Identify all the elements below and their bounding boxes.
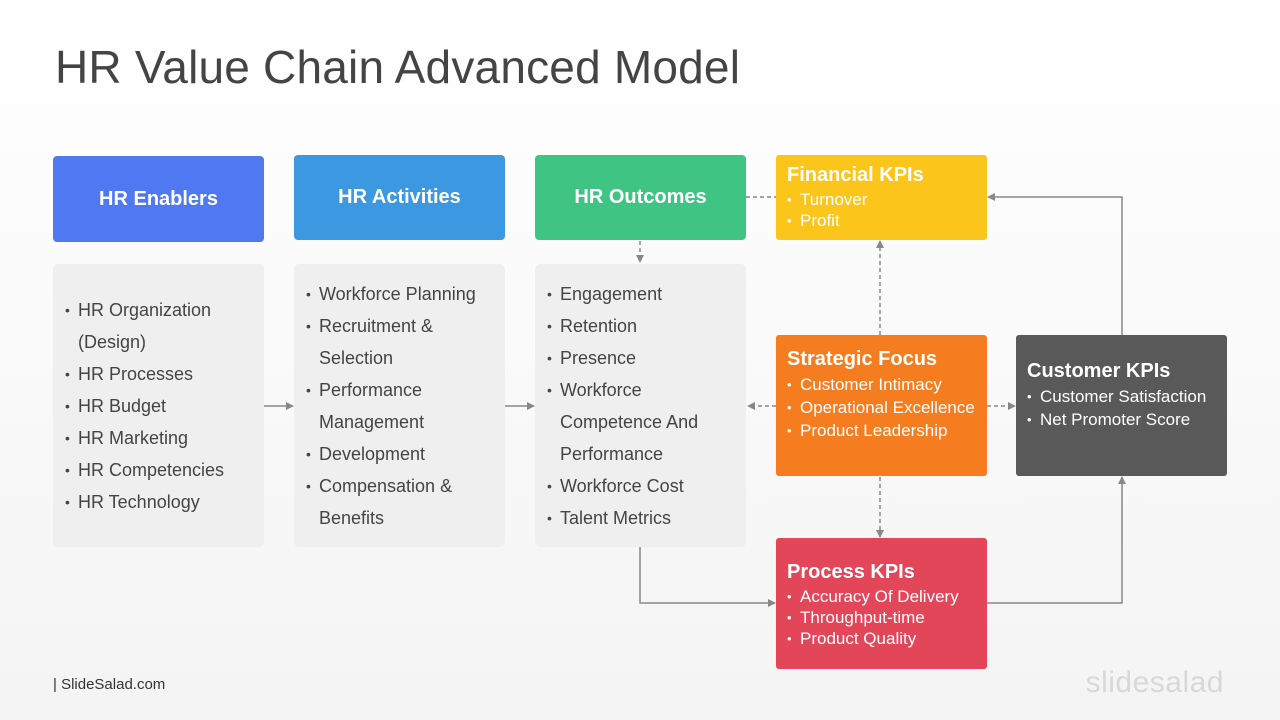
list-hr-outcomes: Engagement Retention Presence Workforce … xyxy=(547,278,746,534)
panel-hr-enablers: HR Organization (Design) HR Processes HR… xyxy=(53,264,264,547)
list-item: HR Processes xyxy=(65,358,264,390)
header-hr-outcomes-label: HR Outcomes xyxy=(574,186,707,208)
header-hr-activities: HR Activities xyxy=(294,155,505,240)
header-hr-activities-label: HR Activities xyxy=(338,186,461,208)
box-customer-kpis: Customer KPIs Customer Satisfaction Net … xyxy=(1016,335,1227,476)
financial-kpis-title: Financial KPIs xyxy=(787,164,924,186)
list-item: Workforce Planning xyxy=(306,278,505,310)
list-item: Customer Satisfaction xyxy=(1027,385,1216,408)
list-hr-activities: Workforce Planning Recruitment & Selecti… xyxy=(306,278,505,534)
list-item: Operational Excellence xyxy=(787,396,976,419)
list-item: Compensation & Benefits xyxy=(306,470,505,534)
list-item: Throughput-time xyxy=(787,607,976,628)
list-item: Net Promoter Score xyxy=(1027,408,1216,431)
customer-kpis-list: Customer Satisfaction Net Promoter Score xyxy=(1027,385,1216,431)
list-item: Retention xyxy=(547,310,746,342)
box-financial-kpis: Financial KPIs Turnover Profit xyxy=(776,155,987,240)
arrow-customer-financial xyxy=(987,193,1123,335)
box-strategic-focus: Strategic Focus Customer Intimacy Operat… xyxy=(776,335,987,476)
arrow-outcomes-process xyxy=(639,547,776,607)
box-process-kpis: Process KPIs Accuracy Of Delivery Throug… xyxy=(776,538,987,669)
list-item: Product Leadership xyxy=(787,419,976,442)
list-item: Workforce Cost xyxy=(547,470,746,502)
customer-kpis-title: Customer KPIs xyxy=(1027,360,1171,382)
header-hr-enablers-label: HR Enablers xyxy=(99,187,218,210)
list-item: Accuracy Of Delivery xyxy=(787,586,976,607)
page-title: HR Value Chain Advanced Model xyxy=(55,41,741,93)
financial-kpis-list: Turnover Profit xyxy=(787,189,976,231)
list-item: Talent Metrics xyxy=(547,502,746,534)
brand-logo: slidesalad xyxy=(1085,666,1224,699)
arrow-process-customer xyxy=(987,476,1126,604)
list-item: HR Budget xyxy=(65,390,264,422)
panel-hr-activities: Workforce Planning Recruitment & Selecti… xyxy=(294,264,505,547)
list-item: Turnover xyxy=(787,189,976,210)
list-hr-enablers: HR Organization (Design) HR Processes HR… xyxy=(65,294,264,518)
strategic-focus-list: Customer Intimacy Operational Excellence… xyxy=(787,373,976,442)
list-item: Recruitment & Selection xyxy=(306,310,505,374)
list-item: HR Competencies xyxy=(65,454,264,486)
header-hr-enablers: HR Enablers xyxy=(53,156,264,242)
list-item: Profit xyxy=(787,210,976,231)
process-kpis-list: Accuracy Of Delivery Throughput-time Pro… xyxy=(787,586,976,649)
list-item: HR Marketing xyxy=(65,422,264,454)
list-item: Engagement xyxy=(547,278,746,310)
list-item: HR Technology xyxy=(65,486,264,518)
list-item: Performance Management xyxy=(306,374,505,438)
panel-hr-outcomes: Engagement Retention Presence Workforce … xyxy=(535,264,746,547)
footer-source: | SlideSalad.com xyxy=(53,676,166,693)
list-item: HR Organization (Design) xyxy=(65,294,264,358)
list-item: Development xyxy=(306,438,505,470)
list-item: Workforce Competence And Performance xyxy=(547,374,746,470)
process-kpis-title: Process KPIs xyxy=(787,561,915,583)
strategic-focus-title: Strategic Focus xyxy=(787,348,938,370)
list-item: Customer Intimacy xyxy=(787,373,976,396)
list-item: Product Quality xyxy=(787,628,976,649)
header-hr-outcomes: HR Outcomes xyxy=(535,155,746,240)
list-item: Presence xyxy=(547,342,746,374)
